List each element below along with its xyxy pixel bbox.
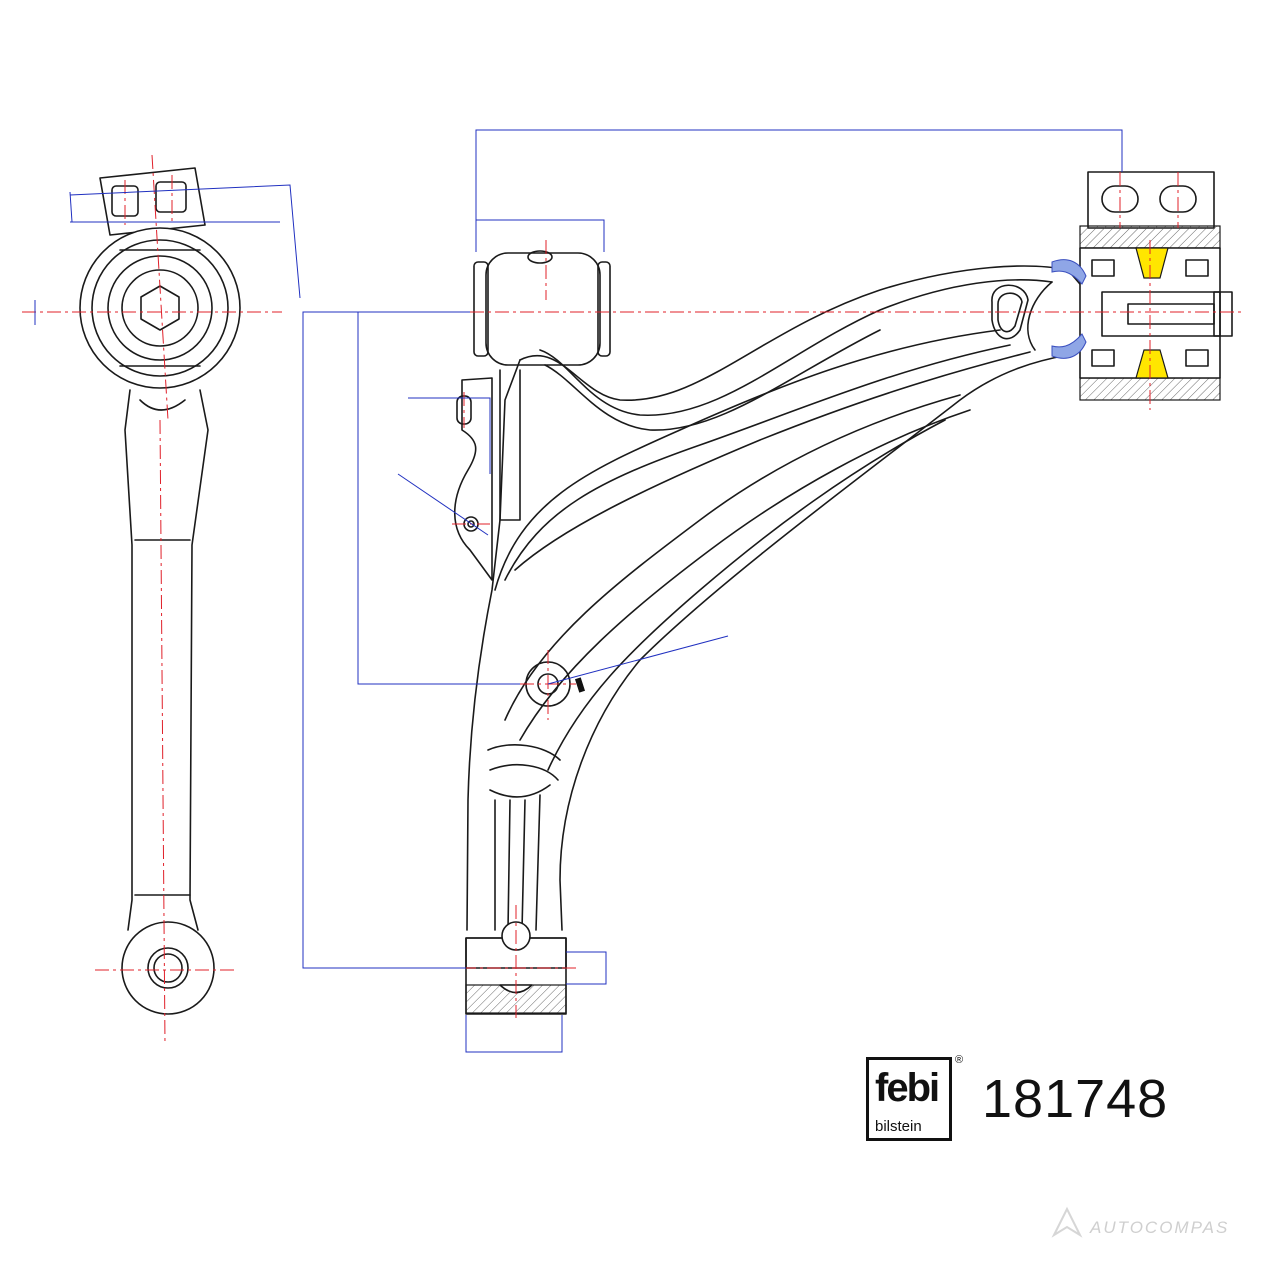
logo-subtitle: bilstein [875, 1118, 922, 1135]
part-number: 181748 [982, 1069, 1169, 1129]
front-view [302, 129, 1245, 1053]
watermark-text: AUTOCOMPAS [1090, 1218, 1230, 1237]
registered-mark: ® [955, 1054, 964, 1066]
autocompas-logo-icon [1051, 1206, 1083, 1238]
logo-mark: febi [875, 1066, 940, 1110]
febi-bilstein-logo: febi bilstein [866, 1057, 952, 1141]
side-view [22, 154, 301, 1046]
